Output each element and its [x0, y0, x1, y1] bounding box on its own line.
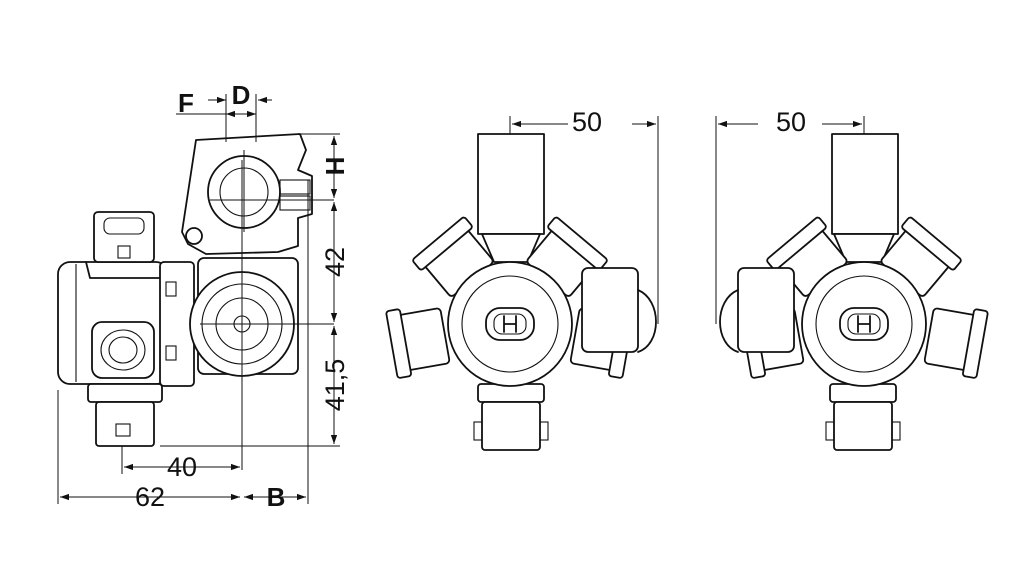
front-view-middle	[385, 133, 657, 451]
bottom-nozzle-middle	[481, 401, 541, 451]
dim-50-right-label: 50	[776, 107, 806, 137]
pipe-stub-right	[831, 133, 899, 235]
dim-42-label: 42	[320, 247, 350, 277]
side-clamp-middle	[581, 267, 639, 353]
clamp-hinge	[185, 227, 203, 245]
side-clamp-right	[737, 267, 795, 353]
dim-50-right-bg	[758, 104, 822, 134]
front-view-right	[719, 133, 989, 451]
dim-h-label: H	[320, 157, 350, 176]
dim-f-label: F	[178, 88, 194, 118]
upper-outlet	[93, 211, 155, 263]
dim-b-label: B	[267, 482, 286, 512]
dim-50-middle-bg	[568, 104, 632, 134]
pipe-stub-middle	[477, 133, 545, 235]
dim-50-middle-label: 50	[572, 107, 602, 137]
nozzle-collar	[87, 383, 163, 403]
dim-40-label: 40	[167, 452, 197, 482]
dim-d-label: D	[232, 80, 251, 110]
side-view	[57, 133, 313, 447]
dim-62-label: 62	[135, 482, 165, 512]
bracket-plate	[159, 261, 195, 387]
dim-41-5-label: 41,5	[320, 359, 350, 412]
bottom-nozzle-right	[833, 401, 893, 451]
